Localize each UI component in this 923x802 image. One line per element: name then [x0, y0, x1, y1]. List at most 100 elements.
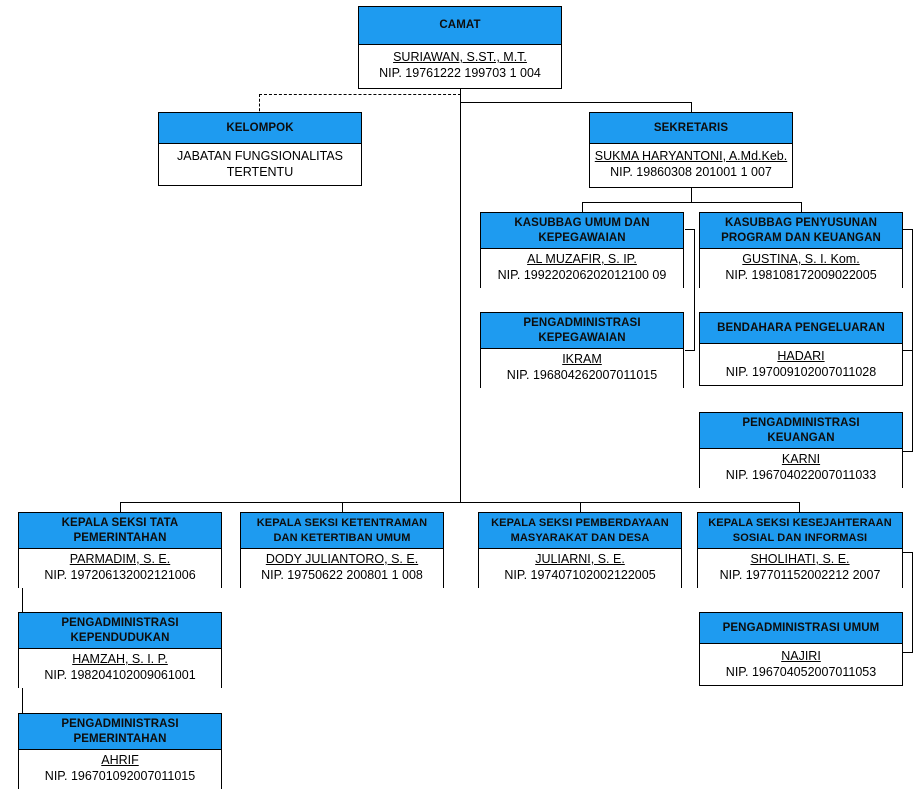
node-camat-nip: NIP. 19761222 199703 1 004: [379, 66, 541, 80]
node-bendahara-pengeluaran-person: HADARI: [777, 349, 825, 363]
node-kasubbag-program-title-line1: KASUBBAG PENYUSUNAN: [724, 216, 878, 229]
node-camat-person: SURIAWAN, S.ST., M.T.: [393, 50, 527, 64]
node-seksi-pemberdayaan-person: JULIARNI, S. E.: [535, 552, 625, 566]
node-seksi-pemberdayaan-title-line2: MASYARAKAT DAN DESA: [510, 531, 650, 544]
node-seksi-ketentraman-body: DODY JULIANTORO, S. E. NIP. 19750622 200…: [241, 549, 443, 588]
node-sekretaris-nip: NIP. 19860308 201001 1 007: [610, 165, 772, 179]
connector-kesos-bracket-top: [903, 552, 913, 553]
node-kasubbag-program-nip: NIP. 198108172009022005: [725, 268, 877, 282]
node-seksi-kesejahteraan-title-line1: KEPALA SEKSI KESEJAHTERAAN: [708, 516, 892, 529]
node-pengadministrasi-umum-body: NAJIRI NIP. 196704052007011053: [700, 644, 902, 685]
connector-kasubbag-program-drop: [801, 202, 802, 212]
node-pengadministrasi-kepegawaian-nip: NIP. 196804262007011015: [506, 368, 658, 382]
node-seksi-kesejahteraan[interactable]: KEPALA SEKSI KESEJAHTERAAN SOSIAL DAN IN…: [697, 512, 903, 588]
node-seksi-pemberdayaan[interactable]: KEPALA SEKSI PEMBERDAYAAN MASYARAKAT DAN…: [478, 512, 682, 588]
node-kelompok[interactable]: KELOMPOK JABATAN FUNGSIONALITAS TERTENTU: [158, 112, 362, 186]
connector-program-bracket-v: [912, 229, 913, 451]
node-pengadministrasi-pemerintahan-title-line2: PEMERINTAHAN: [73, 732, 167, 745]
connector-main-spine: [460, 88, 461, 502]
node-kasubbag-umum-nip: NIP. 199220206202012100 09: [497, 268, 667, 282]
node-kelompok-line1: JABATAN FUNGSIONALITAS: [177, 149, 343, 163]
node-pengadministrasi-pemerintahan[interactable]: PENGADMINISTRASI PEMERINTAHAN AHRIF NIP.…: [18, 713, 222, 789]
node-seksi-pemberdayaan-body: JULIARNI, S. E. NIP. 197407102002122005: [479, 549, 681, 588]
node-pengadministrasi-kepegawaian[interactable]: PENGADMINISTRASI KEPEGAWAIAN IKRAM NIP. …: [480, 312, 684, 388]
node-pengadministrasi-kepegawaian-person: IKRAM: [562, 352, 602, 366]
node-sekretaris[interactable]: SEKRETARIS SUKMA HARYANTONI, A.Md.Keb. N…: [589, 112, 793, 188]
connector-kelompok-dashed-h: [259, 94, 461, 95]
node-camat-body: SURIAWAN, S.ST., M.T. NIP. 19761222 1997…: [359, 45, 561, 86]
node-kasubbag-program-body: GUSTINA, S. I. Kom. NIP. 198108172009022…: [700, 249, 902, 288]
node-seksi-tata-pemerintahan-title-line2: PEMERINTAHAN: [73, 531, 167, 544]
connector-seksi-tata-drop: [120, 502, 121, 512]
connector-camat-to-sekretaris-h: [460, 102, 692, 103]
node-kelompok-body: JABATAN FUNGSIONALITAS TERTENTU: [159, 144, 361, 185]
node-pengadministrasi-pemerintahan-title: PENGADMINISTRASI PEMERINTAHAN: [19, 714, 221, 750]
node-bendahara-pengeluaran-title: BENDAHARA PENGELUARAN: [700, 313, 902, 344]
node-kasubbag-umum-title-line1: KASUBBAG UMUM DAN: [514, 216, 650, 229]
node-pengadministrasi-pemerintahan-body: AHRIF NIP. 196701092007011015: [19, 750, 221, 789]
node-pengadministrasi-kependudukan[interactable]: PENGADMINISTRASI KEPENDUDUKAN HAMZAH, S.…: [18, 612, 222, 688]
connector-kasubbag-umum-drop: [582, 202, 583, 212]
node-pengadministrasi-umum-nip: NIP. 196704052007011053: [725, 665, 877, 679]
node-bendahara-pengeluaran-nip: NIP. 197009102007011028: [725, 365, 877, 379]
node-kasubbag-program-title: KASUBBAG PENYUSUNAN PROGRAM DAN KEUANGAN: [700, 213, 902, 249]
node-pengadministrasi-keuangan-title: PENGADMINISTRASI KEUANGAN: [700, 413, 902, 449]
connector-program-bracket-top: [903, 229, 913, 230]
node-camat[interactable]: CAMAT SURIAWAN, S.ST., M.T. NIP. 1976122…: [358, 6, 562, 89]
node-pengadministrasi-kependudukan-body: HAMZAH, S. I. P. NIP. 198204102009061001: [19, 649, 221, 688]
node-kasubbag-umum-body: AL MUZAFIR, S. IP. NIP. 1992202062020121…: [481, 249, 683, 288]
node-pengadministrasi-keuangan-title-line1: PENGADMINISTRASI: [742, 416, 860, 429]
node-kasubbag-program[interactable]: KASUBBAG PENYUSUNAN PROGRAM DAN KEUANGAN…: [699, 212, 903, 288]
node-pengadministrasi-kependudukan-person: HAMZAH, S. I. P.: [72, 652, 168, 666]
node-kasubbag-umum-person: AL MUZAFIR, S. IP.: [527, 252, 637, 266]
node-seksi-ketentraman[interactable]: KEPALA SEKSI KETENTRAMAN DAN KETERTIBAN …: [240, 512, 444, 588]
connector-umum-bracket-v: [694, 229, 695, 350]
node-sekretaris-person: SUKMA HARYANTONI, A.Md.Keb.: [594, 149, 788, 163]
node-seksi-ketentraman-title-line1: KEPALA SEKSI KETENTRAMAN: [256, 516, 428, 529]
node-seksi-kesejahteraan-body: SHOLIHATI, S. E. NIP. 197701152002212 20…: [698, 549, 902, 588]
node-pengadministrasi-kepegawaian-title-line2: KEPEGAWAIAN: [538, 331, 626, 344]
node-kasubbag-umum-title: KASUBBAG UMUM DAN KEPEGAWAIAN: [481, 213, 683, 249]
node-seksi-pemberdayaan-title-line1: KEPALA SEKSI PEMBERDAYAAN: [491, 516, 669, 529]
connector-sekretaris-bottom-stub: [691, 188, 692, 202]
node-seksi-ketentraman-person: DODY JULIANTORO, S. E.: [265, 552, 419, 566]
node-pengadministrasi-kependudukan-title-line2: KEPENDUDUKAN: [70, 631, 170, 644]
node-kasubbag-umum[interactable]: KASUBBAG UMUM DAN KEPEGAWAIAN AL MUZAFIR…: [480, 212, 684, 288]
node-kasubbag-program-person: GUSTINA, S. I. Kom.: [742, 252, 860, 266]
node-seksi-tata-pemerintahan-title: KEPALA SEKSI TATA PEMERINTAHAN: [19, 513, 221, 549]
connector-umum-bracket-bottom: [685, 350, 695, 351]
node-seksi-kesejahteraan-person: SHOLIHATI, S. E.: [750, 552, 850, 566]
connector-seksi-pmd-drop: [580, 502, 581, 512]
node-seksi-kesejahteraan-title: KEPALA SEKSI KESEJAHTERAAN SOSIAL DAN IN…: [698, 513, 902, 549]
node-sekretaris-title: SEKRETARIS: [590, 113, 792, 144]
node-kasubbag-program-title-line2: PROGRAM DAN KEUANGAN: [721, 231, 881, 244]
node-pengadministrasi-kepegawaian-title: PENGADMINISTRASI KEPEGAWAIAN: [481, 313, 683, 349]
node-seksi-pemberdayaan-nip: NIP. 197407102002122005: [504, 568, 656, 582]
node-pengadministrasi-kependudukan-title-line1: PENGADMINISTRASI: [61, 616, 179, 629]
node-seksi-ketentraman-nip: NIP. 19750622 200801 1 008: [261, 568, 423, 582]
node-seksi-ketentraman-title-line2: DAN KETERTIBAN UMUM: [273, 531, 411, 544]
connector-kelompok-dashed-v: [259, 94, 260, 116]
connector-kesos-bracket-v: [912, 552, 913, 652]
node-kasubbag-umum-title-line2: KEPEGAWAIAN: [538, 231, 626, 244]
node-pengadministrasi-kepegawaian-body: IKRAM NIP. 196804262007011015: [481, 349, 683, 388]
connector-program-bracket-keuangan: [903, 451, 913, 452]
node-seksi-tata-pemerintahan-person: PARMADIM, S. E.: [69, 552, 171, 566]
node-seksi-tata-pemerintahan[interactable]: KEPALA SEKSI TATA PEMERINTAHAN PARMADIM,…: [18, 512, 222, 588]
node-pengadministrasi-umum-person: NAJIRI: [781, 649, 821, 663]
connector-seksi-spine: [120, 502, 800, 503]
connector-program-bracket-bendahara: [903, 350, 913, 351]
node-bendahara-pengeluaran[interactable]: BENDAHARA PENGELUARAN HADARI NIP. 197009…: [699, 312, 903, 386]
node-pengadministrasi-kependudukan-nip: NIP. 198204102009061001: [44, 668, 196, 682]
node-pengadministrasi-kepegawaian-title-line1: PENGADMINISTRASI: [523, 316, 641, 329]
node-seksi-kesejahteraan-nip: NIP. 197701152002212 2007: [719, 568, 881, 582]
node-pengadministrasi-kependudukan-title: PENGADMINISTRASI KEPENDUDUKAN: [19, 613, 221, 649]
node-bendahara-pengeluaran-body: HADARI NIP. 197009102007011028: [700, 344, 902, 385]
node-pengadministrasi-umum[interactable]: PENGADMINISTRASI UMUM NAJIRI NIP. 196704…: [699, 612, 903, 686]
connector-seksi-kesos-drop: [799, 502, 800, 512]
node-pengadministrasi-keuangan[interactable]: PENGADMINISTRASI KEUANGAN KARNI NIP. 196…: [699, 412, 903, 488]
connector-kasubbag-h: [582, 202, 802, 203]
node-seksi-kesejahteraan-title-line2: SOSIAL DAN INFORMASI: [732, 531, 868, 544]
connector-sekretaris-drop: [691, 102, 692, 116]
